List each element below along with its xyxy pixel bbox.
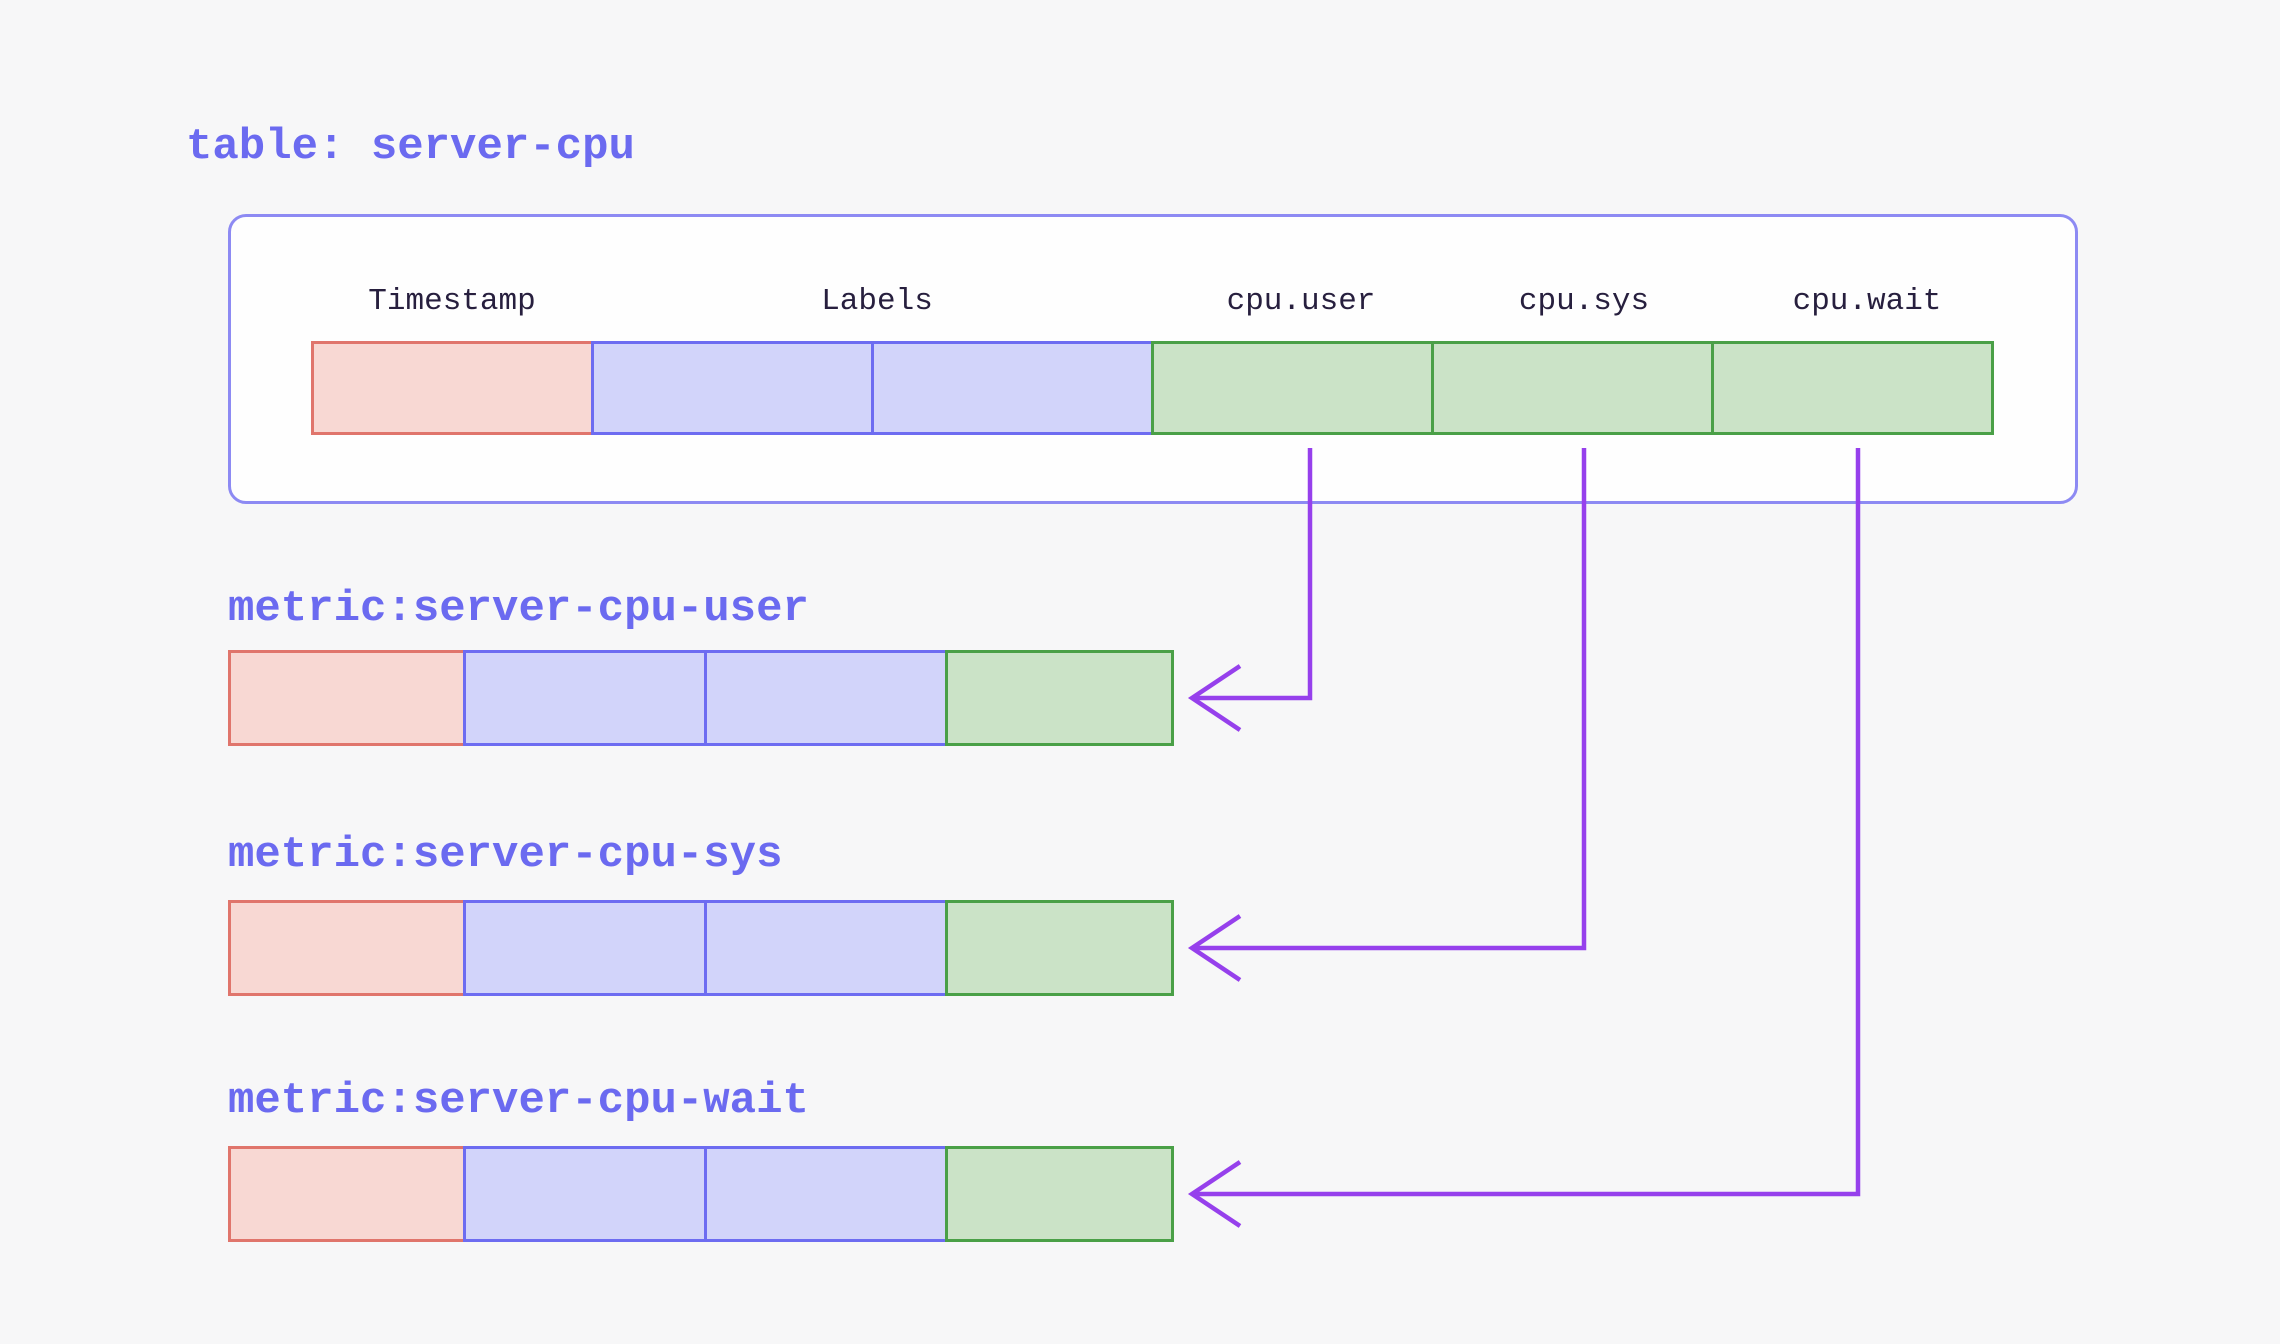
metric-row-server-cpu-sys [228,900,1174,996]
table-cell-cpu-user [1151,341,1434,435]
metric-label-server-cpu-user: metric:server-cpu-user [228,584,809,634]
column-header-timestamp: Timestamp [368,284,536,319]
metric-label-server-cpu-wait: metric:server-cpu-wait [228,1076,809,1126]
metric-cell-label-1 [463,900,707,996]
metric-row-server-cpu-user [228,650,1174,746]
table-cell-label-2 [871,341,1154,435]
metric-cell-timestamp [228,900,466,996]
metric-label-server-cpu-sys: metric:server-cpu-sys [228,830,783,880]
table-panel: Timestamp Labels cpu.user cpu.sys cpu.wa… [228,214,2078,504]
metric-cell-label-2 [704,650,948,746]
metric-row-server-cpu-wait [228,1146,1174,1242]
column-header-cpu-wait: cpu.wait [1792,284,1942,319]
metric-cell-label-1 [463,650,707,746]
table-title: table: server-cpu [186,122,635,172]
arrow-cpu-wait-to-metric [1187,448,1861,1228]
metric-cell-value [945,1146,1174,1242]
arrow-cpu-sys-to-metric [1187,448,1587,982]
table-cell-cpu-wait [1711,341,1994,435]
metric-cell-value [945,650,1174,746]
column-header-labels: Labels [821,284,933,319]
table-cell-label-1 [591,341,874,435]
table-row [311,341,1994,435]
metric-cell-label-2 [704,1146,948,1242]
table-cell-timestamp [311,341,594,435]
table-cell-cpu-sys [1431,341,1714,435]
column-header-cpu-sys: cpu.sys [1518,284,1650,319]
column-header-cpu-user: cpu.user [1226,284,1376,319]
metric-cell-label-1 [463,1146,707,1242]
metric-cell-timestamp [228,650,466,746]
metric-cell-timestamp [228,1146,466,1242]
metric-cell-label-2 [704,900,948,996]
metric-cell-value [945,900,1174,996]
